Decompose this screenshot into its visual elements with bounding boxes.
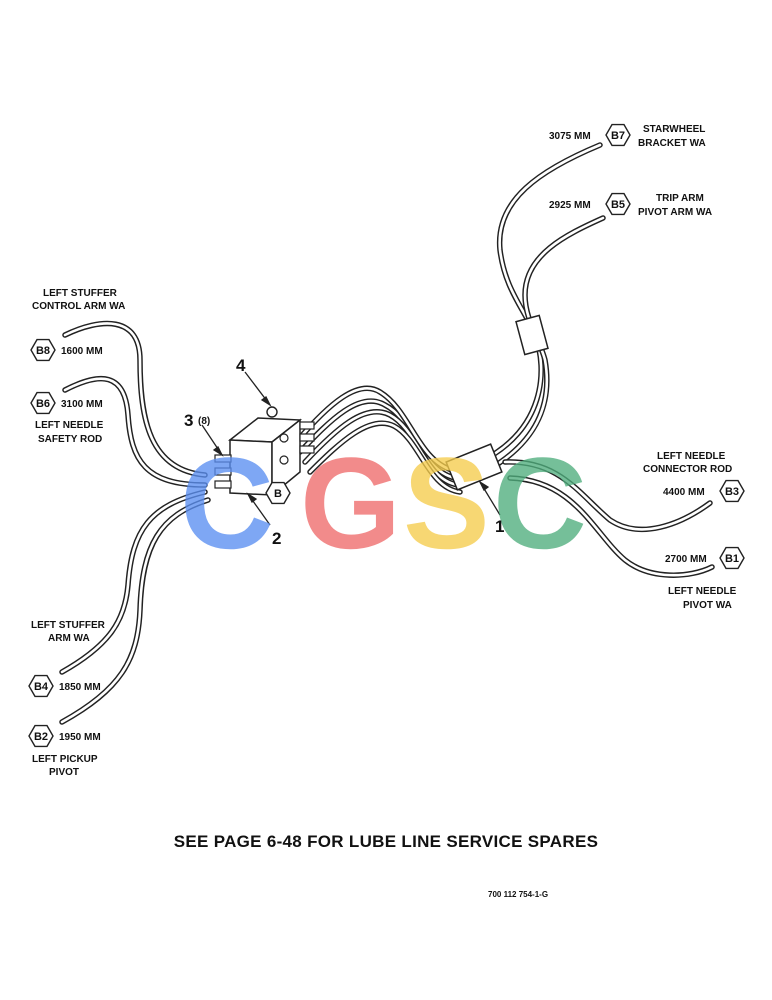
item-number-4: 4 bbox=[236, 356, 246, 375]
item-number-2: 2 bbox=[272, 529, 281, 548]
callout-b2-hex: B2 bbox=[34, 731, 48, 743]
tube-clamps bbox=[445, 314, 549, 491]
callout-b3-name-line1: LEFT NEEDLE bbox=[657, 451, 726, 462]
callout-b8-hex: B8 bbox=[36, 345, 50, 357]
callout-b1-hex: B1 bbox=[725, 553, 739, 565]
block-hex-callout: B bbox=[265, 481, 291, 505]
lube-tubes bbox=[59, 142, 715, 725]
callout-b5-hex: B5 bbox=[611, 199, 625, 211]
callout-b4-name-line1: LEFT STUFFER bbox=[31, 620, 106, 631]
item-numbers: 4 3 (8) 2 1 bbox=[184, 356, 504, 548]
callout-b1-length: 2700 MM bbox=[665, 554, 707, 565]
callout-b6-name-line2: SAFETY ROD bbox=[38, 434, 102, 445]
callout-b3-name-line2: CONNECTOR ROD bbox=[643, 464, 732, 475]
callout-b7: 3075 MM B7 STARWHEEL BRACKET WA bbox=[549, 123, 706, 149]
footer-note: SEE PAGE 6-48 FOR LUBE LINE SERVICE SPAR… bbox=[173, 832, 599, 851]
callout-b4-hex: B4 bbox=[34, 681, 49, 693]
callout-b3-hex: B3 bbox=[725, 486, 739, 498]
callout-b4-name-line2: ARM WA bbox=[48, 633, 90, 644]
callout-b6-name-line1: LEFT NEEDLE bbox=[35, 420, 104, 431]
callout-b3: LEFT NEEDLE CONNECTOR ROD 4400 MM B3 bbox=[643, 451, 745, 503]
callout-b1-name-line1: LEFT NEEDLE bbox=[668, 586, 737, 597]
watermark-letter-g: G bbox=[300, 430, 401, 576]
watermark-letter-c2: C bbox=[493, 430, 587, 576]
watermark-letter-c: C bbox=[180, 430, 274, 576]
callout-b5: 2925 MM B5 TRIP ARM PIVOT ARM WA bbox=[549, 192, 712, 218]
callout-b1: 2700 MM B1 LEFT NEEDLE PIVOT WA bbox=[665, 546, 745, 611]
callout-b5-name-line2: PIVOT ARM WA bbox=[638, 207, 712, 218]
callout-b6: B6 3100 MM LEFT NEEDLE SAFETY ROD bbox=[30, 391, 104, 445]
callout-b6-length: 3100 MM bbox=[61, 399, 103, 410]
item-number-3-qty: (8) bbox=[198, 416, 210, 427]
callout-b8: LEFT STUFFER CONTROL ARM WA B8 1600 MM bbox=[30, 288, 125, 362]
callout-b4-length: 1850 MM bbox=[59, 682, 101, 693]
watermark-letter-s: S bbox=[403, 430, 490, 576]
callout-b1-name-line2: PIVOT WA bbox=[683, 600, 732, 611]
leader-lines bbox=[201, 371, 501, 526]
distributor-block bbox=[214, 406, 315, 497]
callout-b7-hex: B7 bbox=[611, 130, 625, 142]
drawing-number: 700 112 754-1-G bbox=[488, 890, 549, 899]
item-number-1: 1 bbox=[495, 517, 504, 536]
callout-b4: LEFT STUFFER ARM WA B4 1850 MM bbox=[28, 620, 106, 698]
callout-b3-length: 4400 MM bbox=[663, 487, 705, 498]
callout-b8-name-line1: LEFT STUFFER bbox=[43, 288, 118, 299]
watermark: C G S C bbox=[180, 430, 587, 576]
block-hex-label: B bbox=[274, 488, 282, 500]
callout-b2: B2 1950 MM LEFT PICKUP PIVOT bbox=[28, 724, 101, 778]
callout-b2-name-line1: LEFT PICKUP bbox=[32, 754, 98, 765]
callout-b5-name-line1: TRIP ARM bbox=[656, 193, 704, 204]
callout-b2-name-line2: PIVOT bbox=[49, 767, 79, 778]
callout-b8-name-line2: CONTROL ARM WA bbox=[32, 301, 125, 312]
callout-b5-length: 2925 MM bbox=[549, 200, 591, 211]
callout-b7-name-line2: BRACKET WA bbox=[638, 138, 706, 149]
callout-b7-name-line1: STARWHEEL bbox=[643, 124, 705, 135]
callout-b8-length: 1600 MM bbox=[61, 346, 103, 357]
callout-b2-length: 1950 MM bbox=[59, 732, 101, 743]
callout-b7-length: 3075 MM bbox=[549, 131, 591, 142]
item-number-3: 3 bbox=[184, 411, 193, 430]
callout-b6-hex: B6 bbox=[36, 398, 50, 410]
